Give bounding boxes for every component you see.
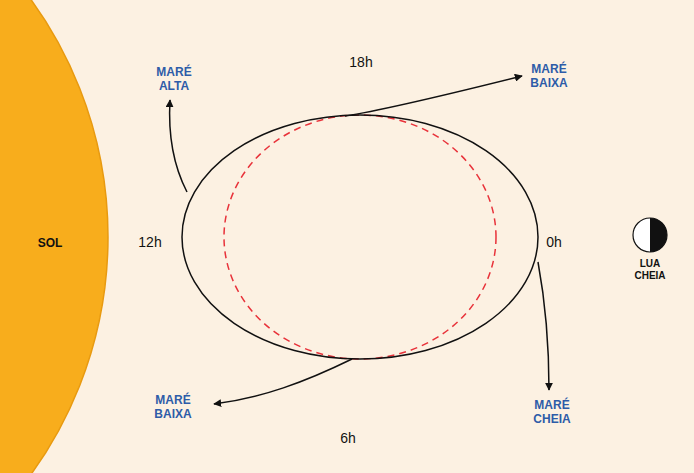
tide-label: MARÉ CHEIA bbox=[533, 398, 570, 426]
tide-arrow bbox=[214, 359, 352, 404]
tide-arrow bbox=[345, 76, 522, 116]
full-moon-label: LUA CHEIA bbox=[634, 258, 665, 282]
hour-label: 0h bbox=[546, 234, 562, 250]
tide-arrow bbox=[538, 262, 549, 390]
sun-label: SOL bbox=[38, 236, 63, 250]
full-moon: LUA CHEIA bbox=[620, 215, 680, 285]
earth-circle bbox=[224, 115, 496, 359]
tide-label: MARÉ BAIXA bbox=[154, 393, 191, 421]
hour-label: 12h bbox=[138, 234, 161, 250]
tide-ellipse bbox=[182, 115, 538, 359]
tide-label: MARÉ ALTA bbox=[156, 65, 191, 93]
hour-label: 6h bbox=[340, 430, 356, 446]
tide-label: MARÉ BAIXA bbox=[530, 62, 567, 90]
sun: SOL bbox=[0, 0, 112, 473]
hour-label: 18h bbox=[349, 54, 372, 70]
tide-arrow bbox=[170, 100, 187, 192]
